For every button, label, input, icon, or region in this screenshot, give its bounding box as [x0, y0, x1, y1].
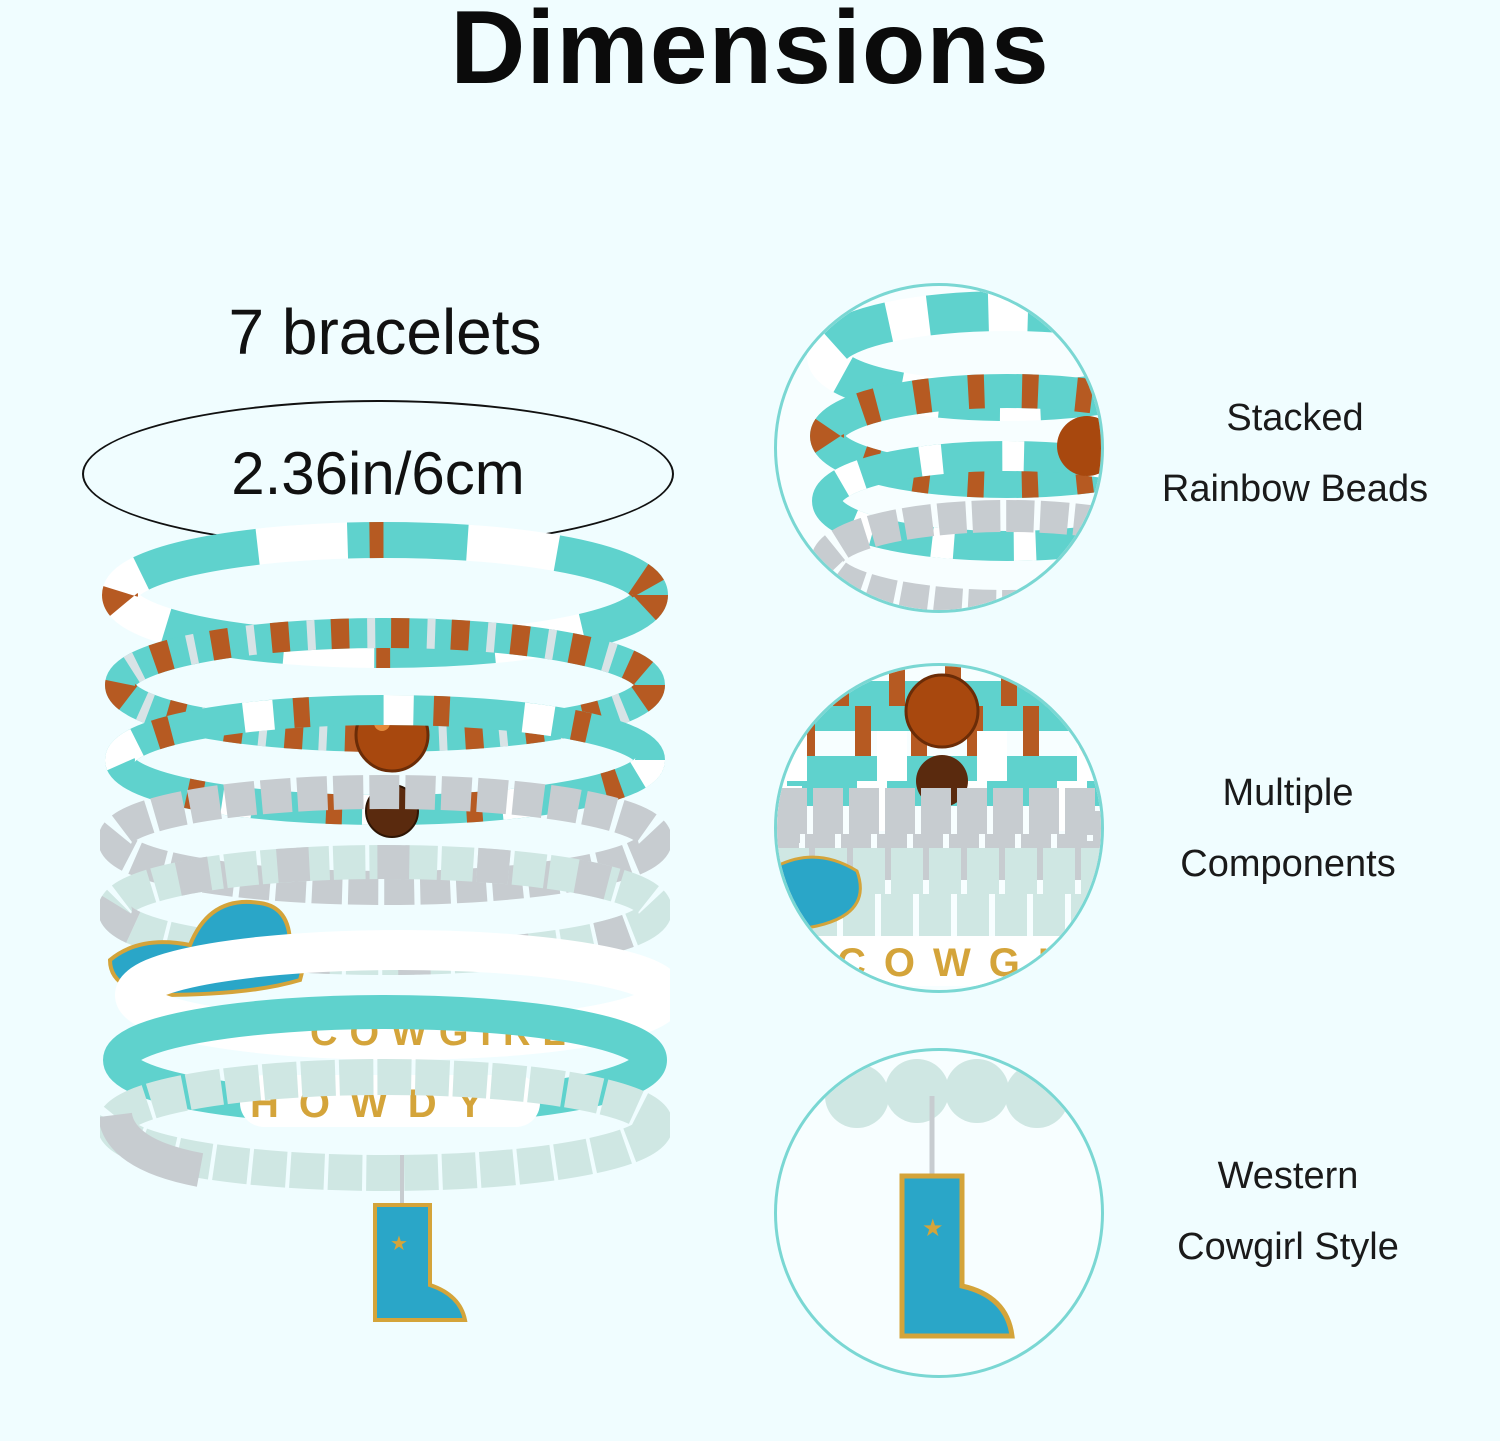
detail-circle-components: COWGIRL: [774, 663, 1104, 993]
size-label: 2.36in/6cm: [231, 440, 525, 507]
bracelet-heishi-white: [102, 522, 668, 668]
feature-stacked: Stacked Rainbow Beads: [1130, 383, 1460, 525]
feature-western: Western Cowgirl Style: [1123, 1141, 1453, 1283]
svg-text:★: ★: [922, 1214, 944, 1242]
detail-circle-western: ★: [774, 1048, 1104, 1378]
bracelet-silver-beads: [100, 775, 670, 905]
bracelet-stack-image: ★ COWGIRL HOWDY ★: [100, 522, 670, 1322]
detail-circle-stacked: [774, 283, 1104, 613]
components-image: COWGIRL: [777, 666, 1104, 986]
page-title: Dimensions: [450, 0, 1050, 106]
boot-charm-image: ★: [825, 1059, 1069, 1339]
feature-stacked-line1: Stacked: [1226, 397, 1364, 439]
bracelet-heishi-rhinestone: [105, 618, 665, 773]
feature-components: Multiple Components: [1123, 758, 1453, 900]
bracelet-bottom-beads: [100, 1059, 670, 1191]
feature-western-line2: Cowgirl Style: [1177, 1226, 1399, 1268]
stacked-beads-image: [807, 291, 1101, 610]
feature-western-line1: Western: [1217, 1155, 1359, 1197]
svg-text:★: ★: [390, 1231, 408, 1255]
feature-components-line2: Components: [1180, 843, 1396, 885]
bracelet-count-label: 7 bracelets: [228, 296, 542, 368]
feature-components-line1: Multiple: [1222, 772, 1354, 814]
cowboy-boot-charm: ★: [373, 1155, 468, 1322]
feature-stacked-line2: Rainbow Beads: [1161, 468, 1429, 510]
components-cowgirl-letters: COWGIRL: [837, 941, 1104, 985]
